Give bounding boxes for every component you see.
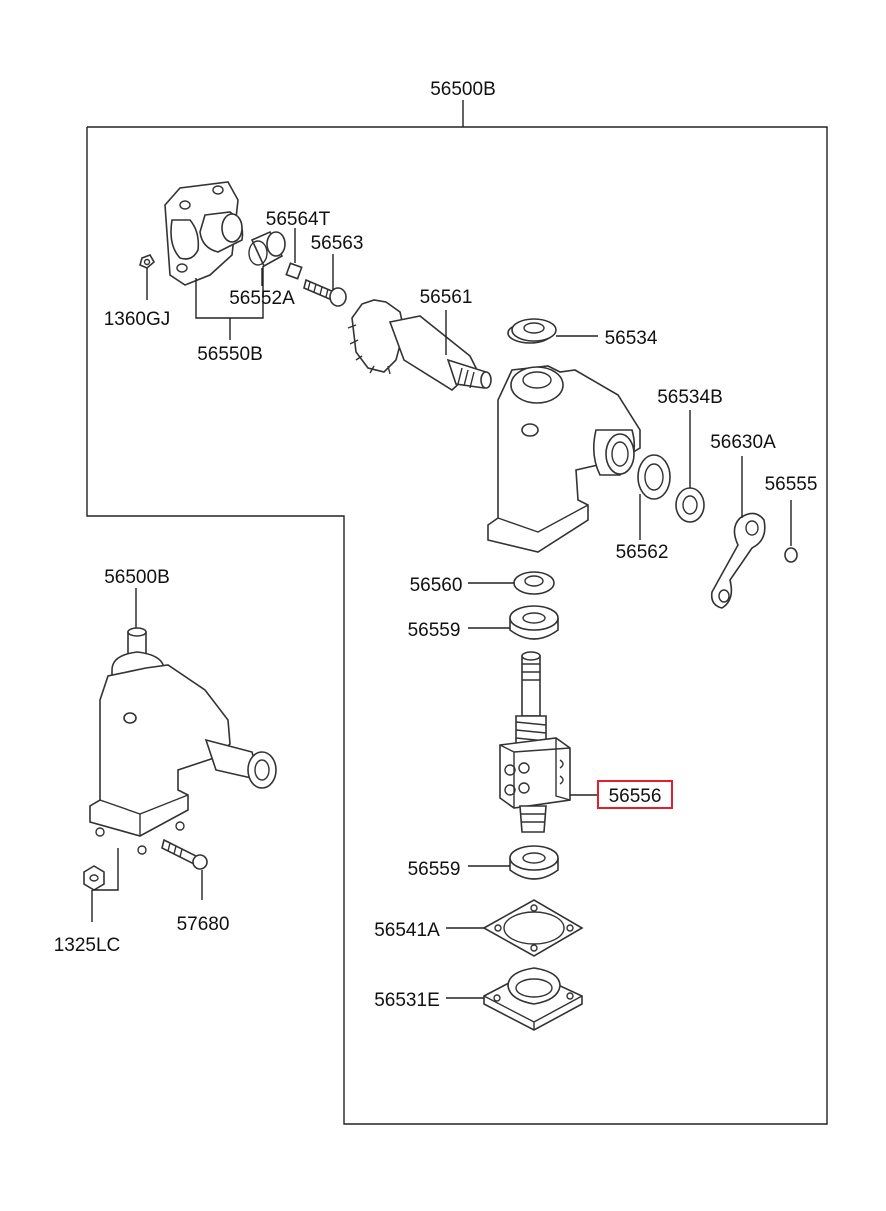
label-56534[interactable]: 56534 bbox=[605, 328, 658, 349]
nut-small-part bbox=[139, 254, 156, 269]
label-1360GJ[interactable]: 1360GJ bbox=[104, 309, 171, 330]
label-1325LC[interactable]: 1325LC bbox=[54, 935, 121, 956]
seal-ring-part bbox=[675, 410, 705, 523]
bearing-top-part bbox=[511, 318, 598, 342]
label-56552A[interactable]: 56552A bbox=[229, 288, 295, 309]
sector-shaft-part bbox=[347, 299, 492, 392]
cover-plate-part bbox=[164, 181, 244, 286]
label-56630A[interactable]: 56630A bbox=[710, 432, 776, 453]
end-cover-part bbox=[446, 967, 583, 1031]
inset-bolt-part bbox=[161, 838, 208, 870]
label-56541A[interactable]: 56541A bbox=[374, 920, 440, 941]
washer-part bbox=[784, 500, 798, 563]
shim-part bbox=[285, 262, 303, 280]
selected-part-highlight bbox=[597, 780, 673, 809]
label-56559-lower[interactable]: 56559 bbox=[408, 859, 461, 880]
label-56531E[interactable]: 56531E bbox=[374, 990, 440, 1011]
label-56562[interactable]: 56562 bbox=[616, 542, 669, 563]
label-assembly-top[interactable]: 56500B bbox=[430, 79, 496, 100]
label-56555[interactable]: 56555 bbox=[765, 474, 818, 495]
label-56550B[interactable]: 56550B bbox=[197, 344, 263, 365]
adjust-screw-part bbox=[303, 278, 347, 307]
label-57680[interactable]: 57680 bbox=[177, 914, 230, 935]
label-56564T[interactable]: 56564T bbox=[266, 209, 331, 230]
label-56534B[interactable]: 56534B bbox=[657, 387, 723, 408]
inset-nut-part bbox=[83, 865, 105, 891]
label-56561[interactable]: 56561 bbox=[420, 287, 473, 308]
label-56556[interactable]: 56556 bbox=[609, 786, 662, 807]
assembly-inset-illustration bbox=[89, 588, 277, 855]
bearing-56559-lower-part bbox=[468, 845, 559, 880]
assembly-frame bbox=[86, 126, 828, 1125]
gear-housing-part bbox=[487, 322, 641, 553]
gasket-part bbox=[446, 899, 584, 957]
label-56560[interactable]: 56560 bbox=[410, 575, 463, 596]
bushing-part bbox=[248, 230, 286, 268]
pitman-arm-part bbox=[710, 456, 766, 609]
label-assembly-inset[interactable]: 56500B bbox=[104, 567, 170, 588]
label-56559-upper[interactable]: 56559 bbox=[408, 620, 461, 641]
label-56563[interactable]: 56563 bbox=[311, 233, 364, 254]
bearing-56559-upper-part bbox=[468, 605, 559, 640]
ball-nut-worm-shaft-part bbox=[499, 651, 598, 833]
bearing-56560-part bbox=[468, 571, 555, 595]
oil-seal-part bbox=[637, 454, 671, 540]
